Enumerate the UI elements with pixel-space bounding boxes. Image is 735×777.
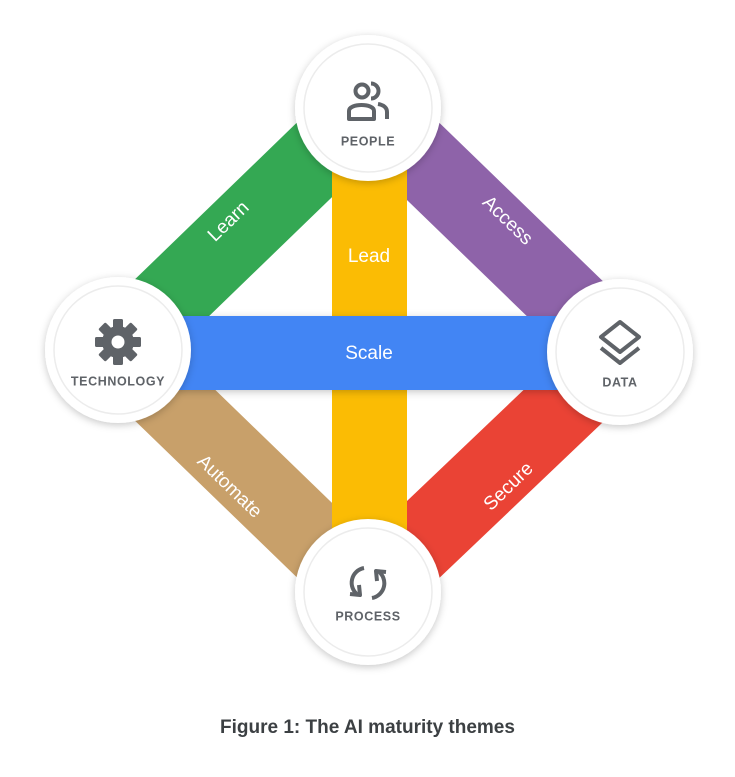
sync-icon [349,566,387,600]
layers-icon [599,320,641,365]
scale-label: Scale [345,343,393,364]
data-node: DATA [547,279,693,425]
process-node: PROCESS [295,519,441,665]
data-label: DATA [602,375,637,389]
people-node: PEOPLE [295,35,441,181]
gear-icon [95,319,141,365]
process-label: PROCESS [335,609,400,623]
figure-caption: Figure 1: The AI maturity themes [220,717,515,738]
people-icon [347,81,389,121]
lead-label: Lead [348,246,390,267]
scale-band [178,316,560,390]
technology-node: TECHNOLOGY [45,277,191,423]
people-label: PEOPLE [341,134,395,148]
technology-label: TECHNOLOGY [71,374,165,388]
